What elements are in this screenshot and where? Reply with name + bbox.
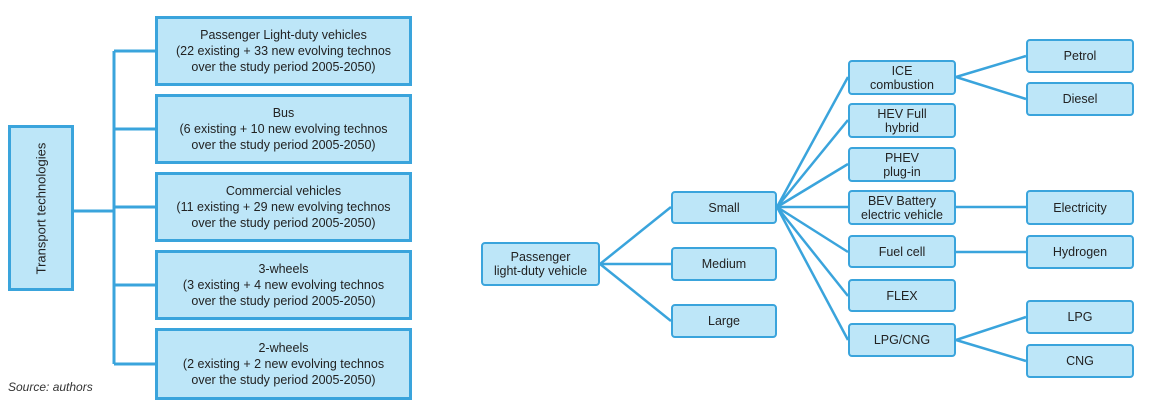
size-large: Large: [671, 304, 777, 338]
tech-phev-plug-in: PHEV plug-in: [848, 147, 956, 182]
fuel-electricity: Electricity: [1026, 190, 1134, 225]
commercial-vehicles-box: Commercial vehicles (11 existing + 29 ne…: [155, 172, 412, 242]
passenger-light-duty-box: Passenger Light-duty vehicles (22 existi…: [155, 16, 412, 86]
tech-ice-combustion: ICE combustion: [848, 60, 956, 95]
root-label: Transport technologies: [33, 142, 49, 274]
tech-flex: FLEX: [848, 279, 956, 312]
three-wheels-box: 3-wheels (3 existing + 4 new evolving te…: [155, 250, 412, 320]
bus-box: Bus (6 existing + 10 new evolving techno…: [155, 94, 412, 164]
tech-fuel-cell: Fuel cell: [848, 235, 956, 268]
fuel-diesel: Diesel: [1026, 82, 1134, 116]
fuel-lpg: LPG: [1026, 300, 1134, 334]
source-note: Source: authors: [8, 380, 93, 394]
tech-lpg-cng: LPG/CNG: [848, 323, 956, 357]
size-small: Small: [671, 191, 777, 224]
tech-bev-battery-electric: BEV Battery electric vehicle: [848, 190, 956, 225]
tech-hev-full-hybrid: HEV Full hybrid: [848, 103, 956, 138]
fuel-cng: CNG: [1026, 344, 1134, 378]
fuel-petrol: Petrol: [1026, 39, 1134, 73]
transport-technologies-root: Transport technologies: [8, 125, 74, 291]
size-medium: Medium: [671, 247, 777, 281]
passenger-light-duty-vehicle-root: Passenger light-duty vehicle: [481, 242, 600, 286]
fuel-hydrogen: Hydrogen: [1026, 235, 1134, 269]
two-wheels-box: 2-wheels (2 existing + 2 new evolving te…: [155, 328, 412, 400]
